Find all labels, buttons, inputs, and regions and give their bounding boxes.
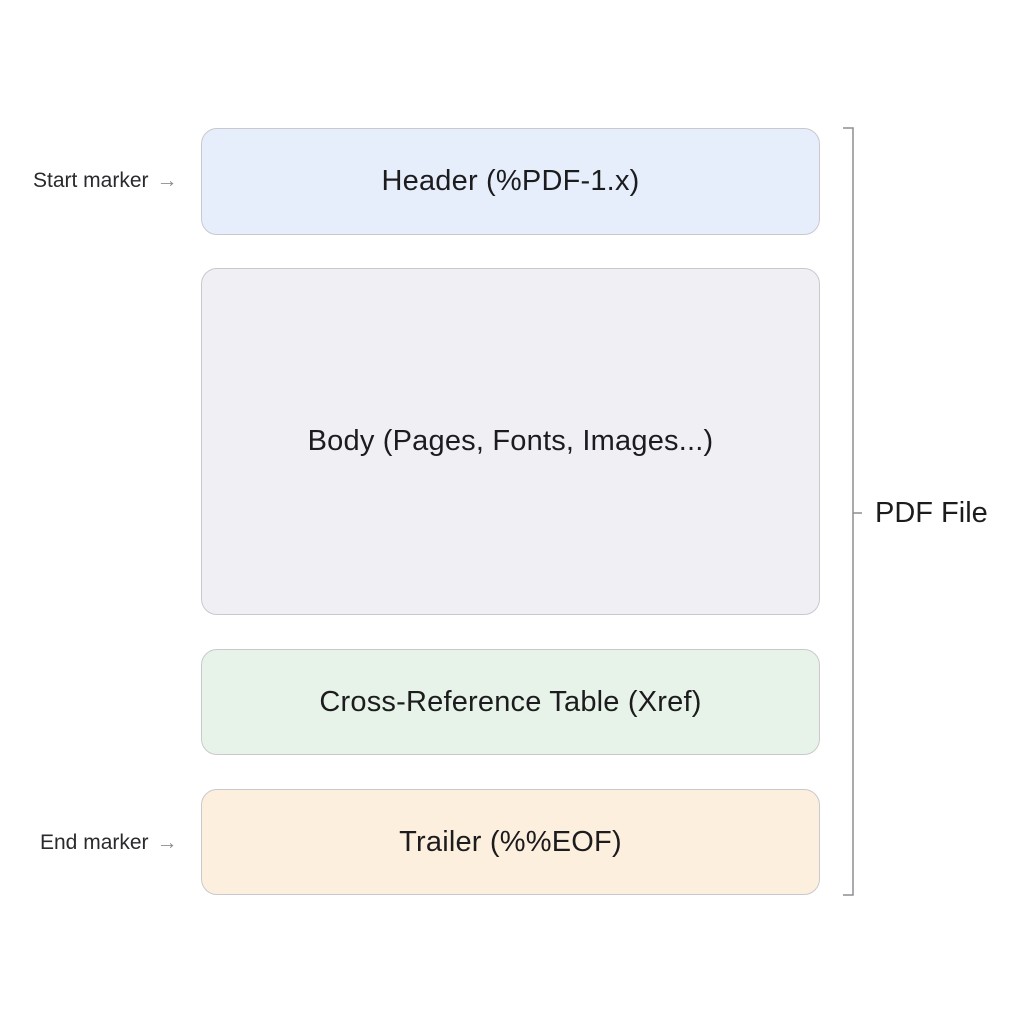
body-section-label: Body (Pages, Fonts, Images...) (307, 425, 714, 457)
trailer-section-label: Trailer (%%EOF) (399, 825, 622, 858)
xref-section-label: Cross-Reference Table (Xref) (319, 685, 702, 718)
end-marker: End marker → (40, 828, 178, 858)
start-marker: Start marker → (33, 166, 178, 196)
start-marker-label: Start marker (33, 169, 149, 192)
header-section: Header (%PDF-1.x) (201, 128, 820, 235)
header-section-label: Header (%PDF-1.x) (381, 165, 640, 197)
start-marker-arrow-icon: → (156, 169, 178, 192)
end-marker-arrow-icon: → (156, 831, 178, 854)
bracket-line (843, 127, 854, 896)
xref-section: Cross-Reference Table (Xref) (201, 649, 820, 755)
end-marker-label: End marker (40, 831, 149, 854)
body-section: Body (Pages, Fonts, Images...) (201, 268, 820, 615)
trailer-section: Trailer (%%EOF) (201, 789, 820, 895)
pdf-file-label: PDF File (875, 496, 988, 529)
